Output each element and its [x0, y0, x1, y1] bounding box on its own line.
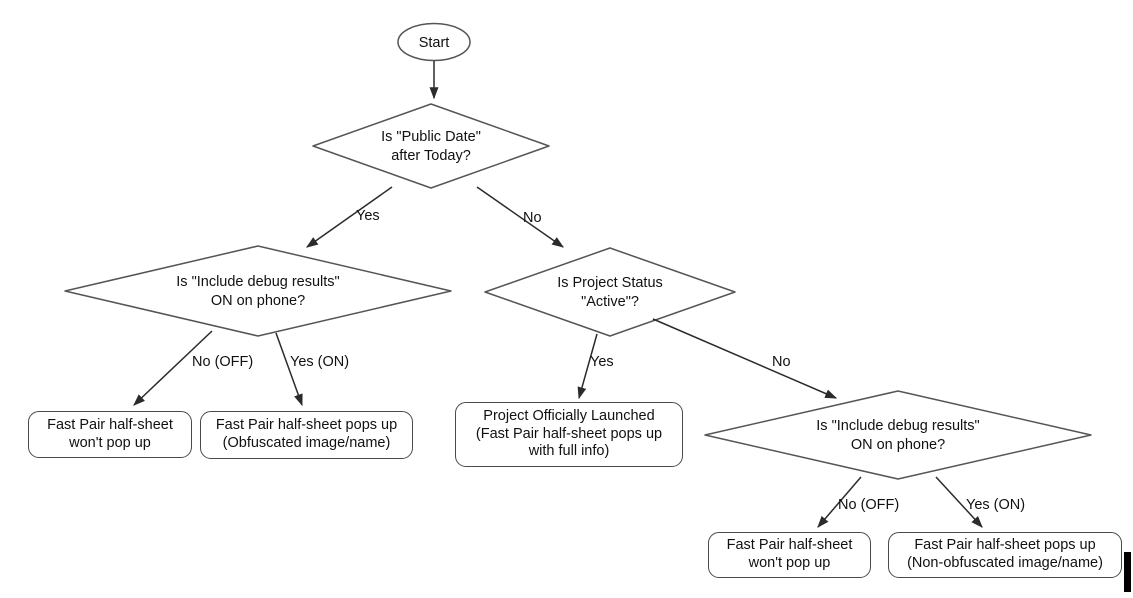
edge-debug-right-no — [817, 476, 862, 528]
edge-debug-left-no — [133, 330, 213, 406]
result-no-popup-right-box: Fast Pair half-sheet won't pop up — [708, 532, 871, 578]
decision-debug-left-label: Is "Include debug results" ON on phone? — [176, 274, 340, 309]
decision-debug-right-shape — [704, 390, 1092, 480]
edge-label-public-date-no: No — [523, 210, 542, 226]
start-node-label: Start — [418, 35, 450, 51]
edge-label-public-date-yes: Yes — [356, 208, 380, 224]
edge-public-date-yes — [306, 186, 393, 248]
edge-label-debug-right-no: No (OFF) — [838, 497, 900, 513]
decision-project-status-label: Is Project Status "Active"? — [557, 275, 663, 310]
text-cursor-artifact — [1124, 552, 1131, 592]
result-obfuscated-box: Fast Pair half-sheet pops up (Obfuscated… — [200, 411, 413, 459]
decision-public-date-shape — [312, 103, 550, 189]
edge-public-date-no — [476, 186, 564, 248]
edge-debug-left-yes — [275, 332, 303, 407]
start-node-shape — [397, 22, 471, 62]
edge-project-status-no — [652, 318, 838, 399]
edge-debug-right-yes — [935, 476, 983, 528]
result-no-popup-left-box: Fast Pair half-sheet won't pop up — [28, 411, 192, 458]
decision-debug-left-shape — [64, 245, 452, 337]
decision-project-status-shape — [484, 247, 736, 337]
edge-label-debug-left-no: No (OFF) — [192, 354, 254, 370]
edge-label-debug-right-yes: Yes (ON) — [966, 497, 1026, 513]
decision-public-date-label: Is "Public Date" after Today? — [381, 129, 481, 164]
decision-debug-right-label: Is "Include debug results" ON on phone? — [816, 418, 980, 453]
edge-label-debug-left-yes: Yes (ON) — [290, 354, 350, 370]
result-non-obfuscated-box: Fast Pair half-sheet pops up (Non-obfusc… — [888, 532, 1122, 578]
edge-label-project-status-no: No — [772, 354, 791, 370]
edge-label-project-status-yes: Yes — [590, 354, 614, 370]
result-launched-box: Project Officially Launched (Fast Pair h… — [455, 402, 683, 467]
edge-project-status-yes — [577, 333, 598, 400]
